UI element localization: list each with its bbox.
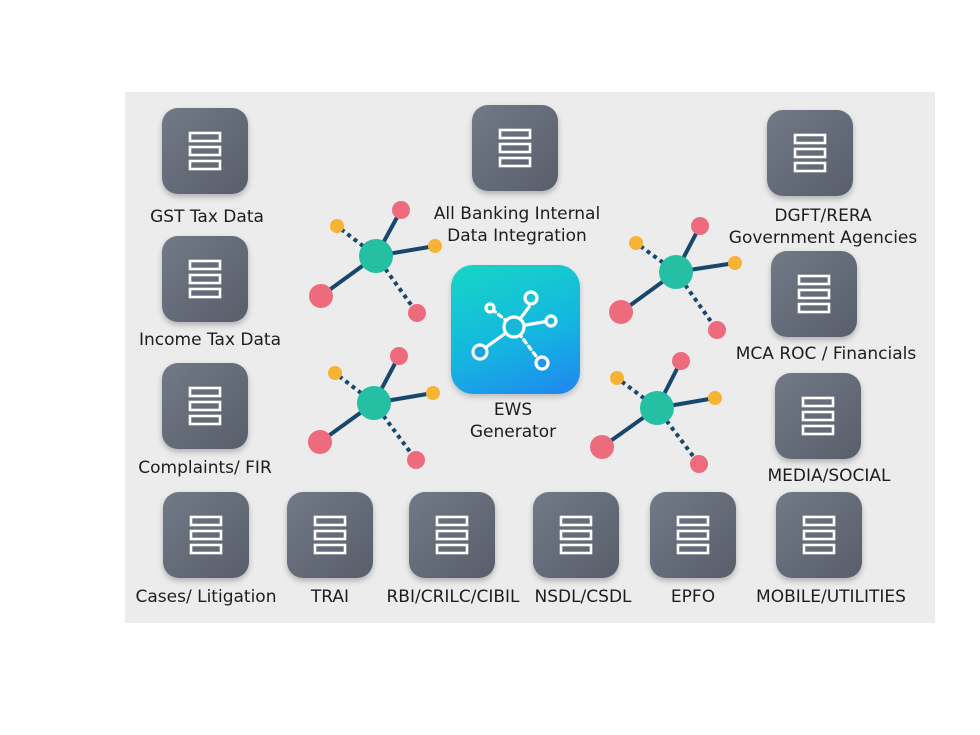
gst-tax-data-label: GST Tax Data [150,207,264,227]
epfo-label: EPFO [670,587,716,607]
network-node-yellow [629,236,643,250]
database-icon [189,515,223,555]
banking-data-tile [472,105,558,191]
network-node-red [392,201,410,219]
database-icon [559,515,593,555]
nsdl-csdl-label: NSDL/CSDL [534,587,632,607]
nsdl-csdl-tile [533,492,619,578]
network-icon [471,290,558,371]
network-node-yellow [728,256,742,270]
network-node-red [708,321,726,339]
complaints-fir-tile [162,363,248,449]
database-icon [797,274,831,314]
media-social-label: MEDIA/SOCIAL [767,466,891,486]
network-cluster-top-right [609,217,742,339]
epfo-tile [650,492,736,578]
mobile-utilities-tile [776,492,862,578]
trai-tile [287,492,373,578]
network-node-yellow [426,386,440,400]
database-icon [435,515,469,555]
media-social-tile [775,373,861,459]
network-node-red [309,284,333,308]
network-cluster-bottom-left [308,347,440,469]
database-icon [793,133,827,173]
mca-roc-label: MCA ROC / Financials [735,344,917,364]
database-icon [802,515,836,555]
network-node-center [359,239,393,273]
database-icon [801,396,835,436]
ews-generator-tile [451,265,580,394]
rbi-crilc-cibil-tile [409,492,495,578]
cases-litigation-tile [163,492,249,578]
income-tax-data-label: Income Tax Data [138,330,282,350]
database-icon [676,515,710,555]
network-node-center [640,391,674,425]
network-node-red [691,217,709,235]
network-cluster-top-left [309,201,442,322]
database-icon [313,515,347,555]
network-node-center [659,255,693,289]
network-node-red [308,430,332,454]
network-node-red [609,300,633,324]
income-tax-data-tile [162,236,248,322]
network-node-yellow [428,239,442,253]
network-node-yellow [328,366,342,380]
network-node-yellow [330,219,344,233]
complaints-fir-label: Complaints/ FIR [138,458,272,478]
dgft-rera-tile [767,110,853,196]
network-node-yellow [610,371,624,385]
network-node-red [672,352,690,370]
network-node-center [357,386,391,420]
database-icon [188,131,222,171]
network-node-red [390,347,408,365]
cases-litigation-label: Cases/ Litigation [135,587,277,607]
database-icon [498,128,532,168]
ews-generator-label: EWS Generator [469,400,557,442]
network-node-yellow [708,391,722,405]
mca-roc-tile [771,251,857,337]
network-node-red [408,304,426,322]
network-node-red [407,451,425,469]
gst-tax-data-tile [162,108,248,194]
network-node-red [590,435,614,459]
network-node-red [690,455,708,473]
rbi-crilc-cibil-label: RBI/CRILC/CIBIL [386,587,520,607]
network-cluster-bottom-right [590,352,722,473]
database-icon [188,386,222,426]
mobile-utilities-label: MOBILE/UTILITIES [756,587,906,607]
trai-label: TRAI [310,587,350,607]
database-icon [188,259,222,299]
